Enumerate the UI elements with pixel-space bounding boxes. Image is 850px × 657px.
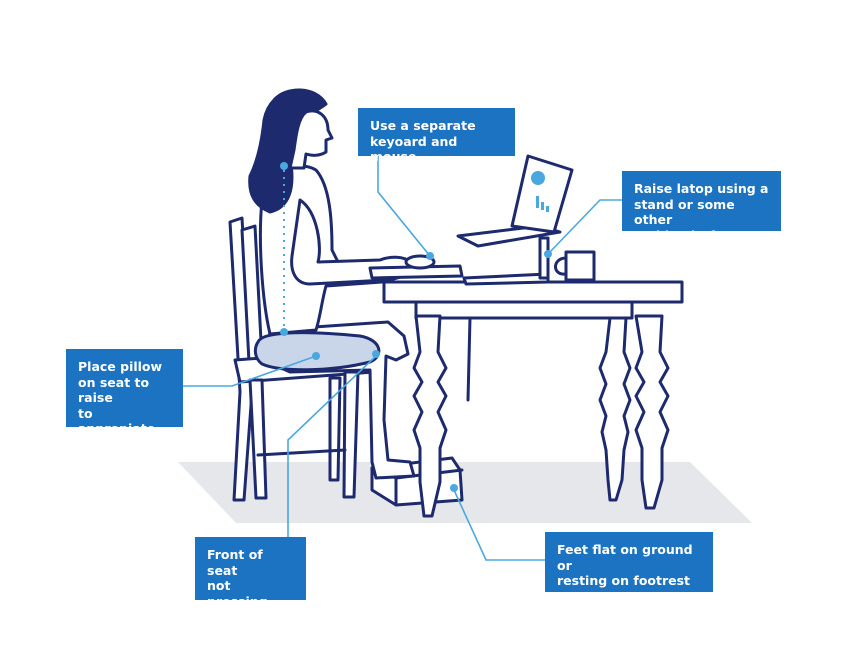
laptop-icon	[456, 154, 574, 248]
callout-front-of-seat: Front of seat not pressing on knees	[195, 537, 306, 624]
seat-pillow	[253, 331, 381, 372]
callout-seat-pillow: Place pillow on seat to raise to appropi…	[66, 349, 183, 452]
leader-pillow	[183, 355, 317, 387]
leader-feet	[453, 489, 545, 561]
mug-icon	[554, 250, 596, 282]
laptop-stand	[462, 272, 550, 286]
leader-keyboard	[377, 156, 431, 257]
mouse	[404, 254, 436, 270]
callout-keyboard-mouse: Use a separate keyoard and mouse	[358, 108, 515, 164]
woman-face	[288, 109, 334, 170]
desk-icon	[382, 280, 684, 518]
callout-raise-laptop: Raise latop using a stand or some other …	[622, 171, 781, 243]
leader-laptop	[547, 199, 622, 255]
leader-seat	[287, 355, 377, 537]
callout-feet-flat: Feet flat on ground or resting on footre…	[545, 532, 713, 619]
